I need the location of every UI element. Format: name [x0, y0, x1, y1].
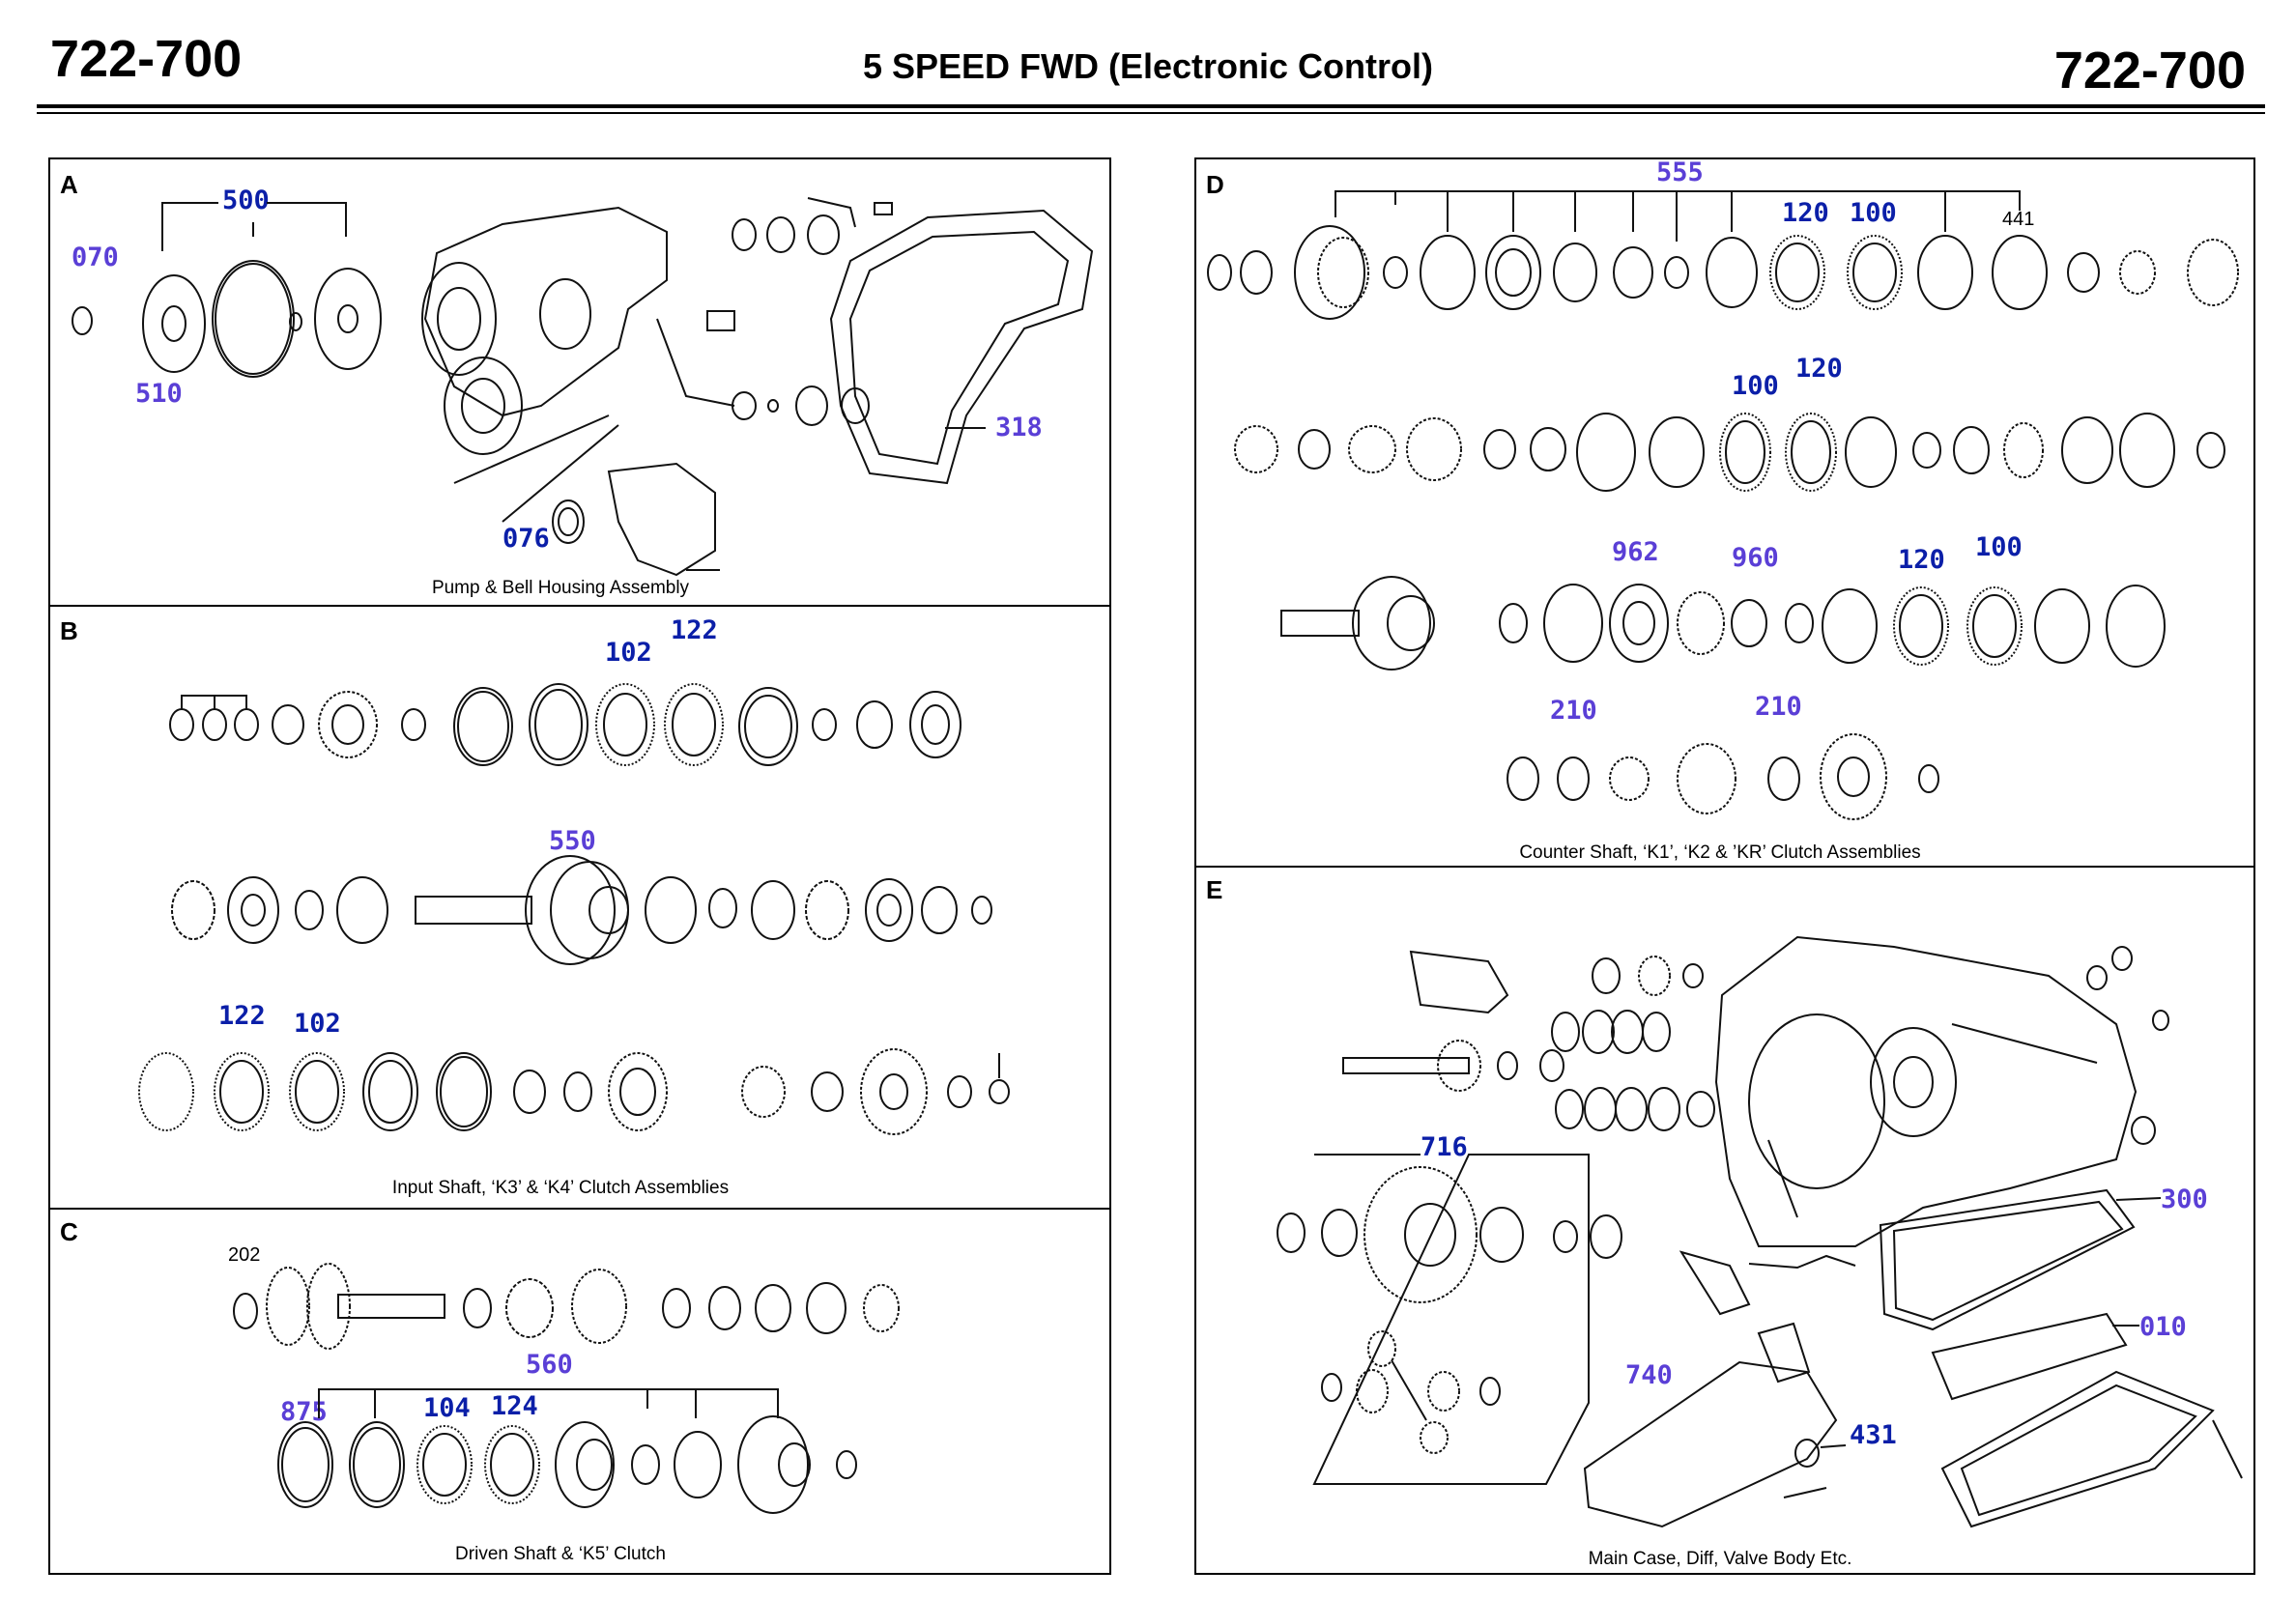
- callout-441: 441: [2002, 209, 2035, 230]
- callout-740: 740: [1625, 1360, 1673, 1390]
- panel-d-art: [1208, 191, 2238, 819]
- callout-960: 960: [1732, 543, 1779, 573]
- panel-e-art: [1277, 937, 2242, 1527]
- callout-300: 300: [2161, 1184, 2208, 1214]
- callout-100-c: 100: [1975, 532, 2023, 562]
- callout-716: 716: [1421, 1132, 1468, 1162]
- callout-318: 318: [995, 413, 1043, 442]
- callout-100-b: 100: [1732, 371, 1779, 401]
- panel-a-art: [72, 198, 1092, 575]
- callout-122-lower: 122: [218, 1001, 266, 1031]
- callout-120-b: 120: [1795, 354, 1843, 384]
- panel-b-caption: Input Shaft, ‘K3’ & ‘K4’ Clutch Assembli…: [391, 1178, 730, 1198]
- callout-102-lower: 102: [294, 1009, 341, 1039]
- callout-100-a: 100: [1850, 198, 1897, 228]
- panel-e-label: E: [1206, 875, 1223, 904]
- panel-c-label: C: [60, 1217, 78, 1246]
- panel-e: [1194, 866, 2255, 1575]
- callout-102: 102: [605, 638, 652, 668]
- callout-431: 431: [1850, 1420, 1897, 1450]
- panel-d-caption: Counter Shaft, ‘K1’, ‘K2 & ’KR’ Clutch A…: [1519, 842, 1921, 863]
- header-rule-top: [37, 104, 2265, 108]
- panel-c: [48, 1208, 1111, 1575]
- panel-d-label: D: [1206, 170, 1224, 199]
- panel-c-art: [234, 1264, 899, 1513]
- callout-210-b: 210: [1755, 692, 1802, 722]
- page-title: 5 SPEED FWD (Electronic Control): [862, 46, 1434, 86]
- callout-210-a: 210: [1550, 696, 1597, 726]
- callout-120-c: 120: [1898, 545, 1945, 575]
- panel-a-caption: Pump & Bell Housing Assembly: [431, 578, 690, 598]
- callout-120-a: 120: [1782, 198, 1829, 228]
- callout-510: 510: [135, 379, 183, 409]
- callout-122: 122: [671, 615, 718, 645]
- header-rule-bottom: [37, 112, 2265, 114]
- panel-c-caption: Driven Shaft & ‘K5’ Clutch: [455, 1544, 666, 1564]
- part-code-left: 722-700: [50, 30, 243, 88]
- callout-500: 500: [222, 185, 270, 215]
- part-code-right: 722-700: [2053, 42, 2246, 100]
- panel-b-art: [139, 684, 1009, 1134]
- callout-962: 962: [1612, 537, 1659, 567]
- callout-070: 070: [72, 243, 119, 272]
- callout-104: 104: [423, 1393, 471, 1423]
- callout-555: 555: [1656, 157, 1704, 187]
- panel-b-label: B: [60, 616, 78, 645]
- callout-076: 076: [502, 524, 550, 554]
- callout-010: 010: [2139, 1312, 2187, 1342]
- panel-a-label: A: [60, 170, 78, 199]
- panel-e-caption: Main Case, Diff, Valve Body Etc.: [1588, 1549, 1852, 1569]
- callout-550: 550: [549, 826, 596, 856]
- callout-124: 124: [491, 1391, 538, 1421]
- callout-560: 560: [526, 1350, 573, 1380]
- callout-202: 202: [228, 1244, 261, 1266]
